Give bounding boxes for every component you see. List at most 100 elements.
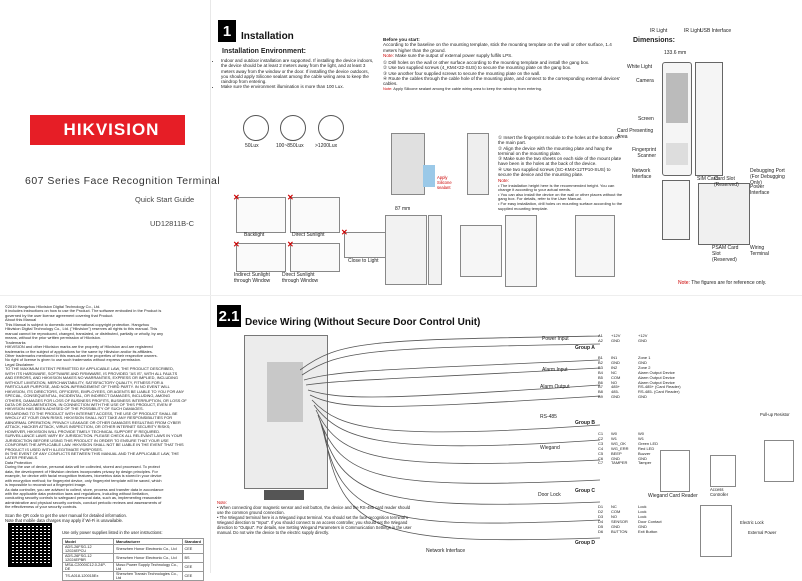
lux-label-50: 50Lux <box>245 143 259 149</box>
close-to-light-label: Close to Light <box>348 258 379 264</box>
lux-100-850-icon <box>280 115 306 141</box>
network-interface-label: Network Interface <box>632 168 652 180</box>
device-side-drawing <box>428 215 442 285</box>
fingerprint-area <box>666 143 688 165</box>
lux-label-100: 100~850Lux <box>276 143 304 149</box>
side-plate-diagram <box>467 133 489 195</box>
pin-function: Lock <box>638 508 647 514</box>
pin-signal: GND <box>611 359 620 365</box>
sealant-area <box>423 165 435 187</box>
section-number-1: 1 <box>218 20 236 42</box>
wiegand-reader-drawing <box>660 450 690 492</box>
cross-icon: ✕ <box>233 193 240 202</box>
pin-row: A1+12V+12V <box>598 333 647 339</box>
direct-sunlight-label: Direct Sunlight <box>292 232 325 238</box>
pin-id: B9 <box>598 394 603 400</box>
power-input-label: Power Input <box>542 336 569 342</box>
table-cell: Moso Power Supply Technology Co., Ltd <box>113 562 183 572</box>
pin-function: Tamper <box>638 460 652 466</box>
legal-line: IN THE EVENT OF ANY CONFLICTS BETWEEN TH… <box>5 450 179 456</box>
legal-line: Other trademarks mentioned in this manua… <box>5 352 158 358</box>
pin-id: C3 <box>598 440 604 446</box>
legal-line: No right of license is given to use such… <box>5 357 142 363</box>
legal-line: Hikvision Digital Technology Co., Ltd. (… <box>5 326 158 332</box>
pin-function: Alarm Output Device <box>638 369 675 375</box>
wiegand-reader-label: Wiegand Card Reader <box>648 493 698 499</box>
device-front-view <box>662 62 692 176</box>
rs485-label: RS-485 <box>540 414 557 420</box>
legal-line: data, the development of Hikvision devic… <box>5 468 158 474</box>
pin-function: Exit Button <box>638 528 658 534</box>
backlight-label: Backlight <box>244 232 265 238</box>
scan-note-2: Note that mobile data charges may apply … <box>5 517 124 523</box>
legal-line: DATA OR DOCUMENTATION, IN CONNECTION WIT… <box>5 401 173 407</box>
pin-signal: W0 <box>611 431 617 436</box>
pin-function: W1 <box>638 435 644 441</box>
pin-id: C7 <box>598 460 604 466</box>
alarm-input-label: Alarm Input <box>542 367 568 373</box>
table-cell: Shenzhen Honor Electronic Co., Ltd <box>113 544 183 554</box>
access-controller-label: Access Controller <box>710 487 729 497</box>
legal-line: ATTACK, HACKER ATTACK, VIRUS INSPECTION,… <box>5 424 171 430</box>
ir-light-label: IR Light <box>650 28 668 34</box>
pin-signal: WG_ERR <box>611 445 629 451</box>
group-a-label: Group A <box>575 345 595 351</box>
direct-window-label: Direct Sunlight through Window <box>282 272 319 284</box>
legal-line: PRODUCT IS USED WITH ILLEGITIMATE PURPOS… <box>5 446 103 452</box>
pin-signal: NC <box>611 369 617 375</box>
pin-signal: COM <box>611 374 621 380</box>
environment-bullets: Indoor and outdoor installation are supp… <box>214 58 374 90</box>
table-cell: BS <box>181 553 205 563</box>
legal-line: HIKVISION HAS BEEN ADVISED OF THE POSSIB… <box>5 406 144 412</box>
table-cell: ADS-26FSG-12 12024EPBR <box>61 553 115 563</box>
pull-up-label: Pull-up Resistor <box>760 412 790 417</box>
secure-device-drawing <box>575 215 615 277</box>
steps-a: ① Drill holes on the wall or other surfa… <box>383 60 620 92</box>
cable-bundle <box>300 335 600 541</box>
indirect-window-label: Indirect Sunlight through Window <box>234 272 271 284</box>
pin-id: A1 <box>598 333 603 338</box>
legal-line: SPECIAL, CONSEQUENTIAL, INCIDENTAL, OR I… <box>5 393 171 399</box>
legal-line: As data controller, you are advised to c… <box>5 486 164 492</box>
door-lock-label: Door Lock <box>538 492 561 498</box>
door-lock-drawing <box>700 505 732 557</box>
network-port-drawing <box>264 490 304 500</box>
legal-line: WITH ITS HARDWARE, SOFTWARE AND FIRMWARE… <box>5 370 178 376</box>
steps-b: ① Insert the fingerprint module to the h… <box>498 135 623 211</box>
pin-signal: NO <box>611 379 617 385</box>
section-number-2-1: 2.1 <box>217 305 241 327</box>
hang-device-drawing <box>505 215 537 287</box>
legal-line: with the applicable data protection laws… <box>5 491 149 497</box>
legal-line: the effectiveness of your security contr… <box>5 504 78 510</box>
pin-id: C4 <box>598 445 604 451</box>
access-controller-drawing <box>710 455 736 487</box>
legal-line: means, without the prior written permiss… <box>5 335 102 341</box>
alarm-output-label: Alarm Output <box>540 384 570 390</box>
group-c-label: Group C <box>575 488 595 494</box>
legal-line: It includes instructions on how to use t… <box>5 308 162 314</box>
wiring-title: Device Wiring (Without Secure Door Contr… <box>245 317 481 328</box>
environment-title: Installation Environment: <box>222 48 307 55</box>
pin-id: D3 <box>598 513 604 519</box>
hikvision-logo: HIKVISION <box>30 115 185 145</box>
wiegand-label: Wiegand <box>540 445 560 451</box>
lux-50-icon <box>243 115 269 141</box>
direct-window-diagram <box>290 243 340 272</box>
fold-line-vertical <box>210 0 211 573</box>
pin-function: Zone 2 <box>638 364 651 370</box>
table-cell: CEE <box>181 562 205 572</box>
power-interface-label: Power Interface <box>750 184 770 196</box>
pin-id: B2 <box>598 359 603 365</box>
legal-line: OTHERS, DAMAGES FOR LOSS OF BUSINESS PRO… <box>5 397 187 403</box>
pin-function: Alarm Output Device <box>638 379 675 385</box>
